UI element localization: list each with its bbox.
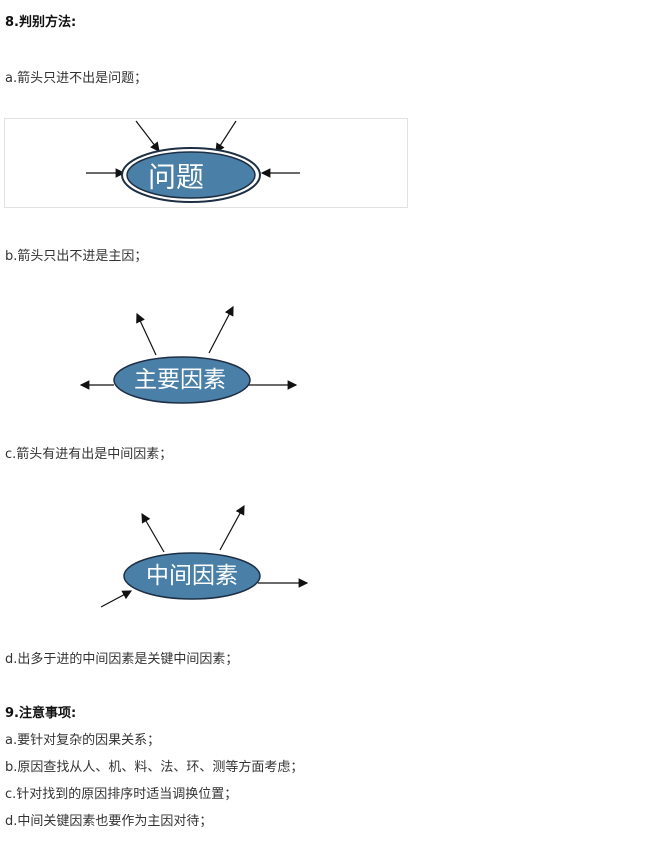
rule-d-text: d.出多于进的中间因素是关键中间因素； — [5, 652, 239, 667]
section-8-heading: 8.判别方法: — [5, 15, 77, 30]
incoming-arrow-top-right — [215, 120, 237, 154]
main-cause-node-label: 主要因素 — [134, 367, 226, 393]
outgoing-arrow-top-right — [219, 504, 245, 551]
rule-a-text: a.箭头只进不出是问题； — [5, 71, 148, 86]
problem-diagram: 问题 — [4, 118, 408, 208]
outgoing-arrow-top-right — [208, 305, 234, 354]
problem-diagram-frame — [4, 118, 408, 208]
middle-factor-node-label: 中间因素 — [146, 563, 238, 589]
middle-factor-node — [123, 552, 261, 600]
note-a-text: a.要针对复杂的因果关系； — [5, 733, 161, 748]
rule-c-text: c.箭头有进有出是中间因素； — [5, 447, 173, 462]
note-c-text: c.针对找到的原因排序时适当调换位置； — [5, 787, 238, 802]
middle-factor-diagram: 中间因素 — [100, 504, 309, 608]
problem-node — [126, 151, 256, 199]
section-9-heading: 9.注意事项: — [5, 706, 77, 721]
incoming-arrow-bottom-left — [100, 590, 133, 608]
note-b-text: b.原因查找从人、机、料、法、环、测等方面考虑； — [5, 760, 304, 775]
note-d-text: d.中间关键因素也要作为主因对待； — [5, 814, 213, 829]
outgoing-arrow-top-left — [136, 312, 157, 356]
incoming-arrow-top-left — [135, 120, 160, 152]
main-cause-diagram: 主要因素 — [79, 305, 298, 404]
problem-node-label: 问题 — [148, 161, 204, 194]
rule-b-text: b.箭头只出不进是主因； — [5, 249, 148, 264]
main-cause-node — [113, 356, 251, 404]
outgoing-arrow-top-left — [141, 512, 165, 553]
